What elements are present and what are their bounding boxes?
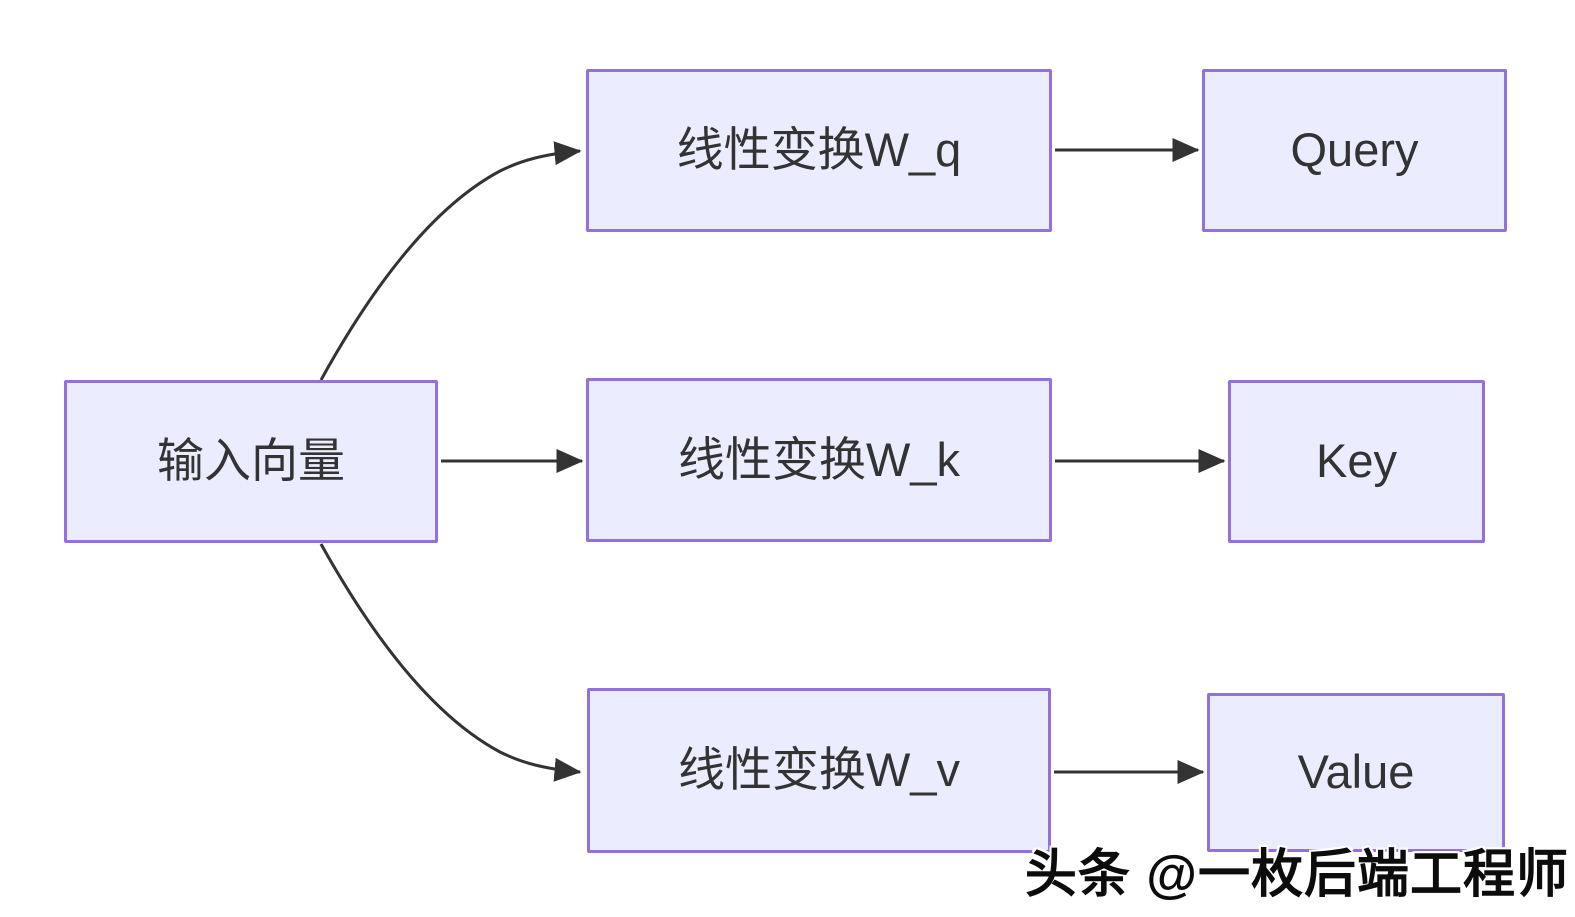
node-query: Query xyxy=(1202,69,1507,232)
watermark-text: 头条 @一枚后端工程师 xyxy=(1024,846,1569,904)
edge-input-to-wv xyxy=(319,543,582,782)
node-linear-transform-wk-label: 线性变换W_k xyxy=(678,432,960,486)
node-input-vector-label: 输入向量 xyxy=(157,434,345,488)
node-linear-transform-wv: 线性变换W_v xyxy=(587,688,1051,853)
node-linear-transform-wk: 线性变换W_k xyxy=(586,378,1052,542)
node-key-label: Key xyxy=(1316,434,1397,488)
node-key: Key xyxy=(1228,380,1485,543)
node-value: Value xyxy=(1207,693,1505,852)
node-linear-transform-wv-label: 线性变换W_v xyxy=(678,743,960,797)
node-input-vector: 输入向量 xyxy=(64,380,438,543)
node-linear-transform-wq: 线性变换W_q xyxy=(586,69,1052,232)
node-query-label: Query xyxy=(1290,123,1419,177)
node-value-label: Value xyxy=(1297,745,1415,799)
edge-input-to-wq xyxy=(319,141,582,381)
node-linear-transform-wq-label: 线性变换W_q xyxy=(676,123,962,177)
